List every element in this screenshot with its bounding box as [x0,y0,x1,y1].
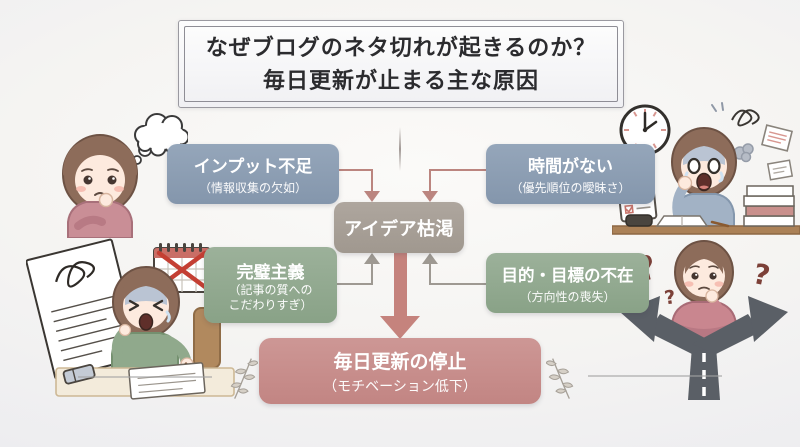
paper-stack-icon [743,185,795,227]
desk [612,185,800,235]
writing-paper-icon [128,362,206,400]
connector-input-to-center-drop [371,169,373,192]
stress-scribble-icon [731,109,760,127]
result-node-label: 毎日更新の停止 [333,351,467,373]
page-title-line2: 毎日更新が止まる主な原因 [262,68,539,93]
cause-label: 目的・目標の不在 [501,266,634,285]
arrowhead-time-to-center [422,191,438,202]
cause-sublabel: （記事の質への [228,282,313,297]
connector-perfection-to-center [337,283,373,285]
center-node-idea-exhaustion: アイデア枯渇 [334,202,464,253]
arrowhead-input-to-center [364,191,380,202]
cause-sublabel: （情報収集の欠如） [198,181,307,195]
decor-line-right [588,375,722,377]
cause-box-input-shortage: インプット不足 （情報収集の欠如） [167,144,339,204]
thinking-woman-figure [62,134,138,238]
center-node-label: アイデア枯渇 [343,218,455,239]
leaf-sprig-icon [230,358,258,399]
pencil-case-icon [625,214,653,227]
cause-box-no-goal: 目的・目標の不在 （方向性の喪失） [486,253,649,313]
confused-woman-figure [671,240,737,347]
crossroads-icon [620,296,788,400]
svg-text:?: ? [663,286,677,309]
sweat-marks-icon [711,102,724,112]
cause-sublabel: （優先順位の曖昧さ） [510,181,631,195]
cause-sublabel: こだわりすぎ） [228,297,313,312]
decor-line-left [78,376,212,378]
connector-time-to-center-drop [429,169,431,192]
main-arrow-head [380,316,420,339]
connector-goal-to-center [429,283,486,285]
main-arrow-shaft [394,252,407,317]
eraser-icon [62,364,96,385]
cause-box-no-time: 時間がない （優先順位の曖昧さ） [486,144,655,204]
cause-label: インプット不足 [193,157,313,176]
leaf-sprig-icon [546,358,574,399]
arrowhead-perfection-to-center [364,253,380,264]
crossroads-woman-illustration: ? ? ? [620,240,788,400]
title-divider-line [399,127,401,171]
cause-box-perfectionism: 完璧主義 （記事の質への こだわりすぎ） [204,247,337,323]
writing-woman-illustration [26,238,235,400]
title-inner-frame: なぜブログのネタ切れが起きるのか？ 毎日更新が止まる主な原因 [184,26,618,102]
title-frame: なぜブログのネタ切れが起きるのか？ 毎日更新が止まる主な原因 [178,20,624,108]
connector-input-to-center [339,169,373,171]
connector-perfection-to-center-rise [371,264,373,285]
arrowhead-goal-to-center [422,253,438,264]
result-node-sublabel: （モチベーション低下） [323,377,477,394]
svg-text:?: ? [750,257,773,293]
stressed-woman-figure [671,127,737,227]
thinking-woman-illustration [62,113,188,238]
connector-goal-to-center-rise [429,264,431,285]
cause-label: 時間がない [528,157,613,176]
connector-time-to-center [429,169,486,171]
cause-label: 完璧主義 [236,262,305,282]
scribbled-draft-icon [26,238,142,380]
flying-papers-icon [760,124,794,181]
steam-puff-icon [733,143,754,163]
cause-sublabel: （方向性の喪失） [519,289,616,304]
thought-bubble-icon [132,113,188,165]
page-title-line1: なぜブログのネタ切れが起きるのか？ [205,35,597,60]
result-node-update-stop: 毎日更新の停止 （モチベーション低下） [259,338,541,404]
